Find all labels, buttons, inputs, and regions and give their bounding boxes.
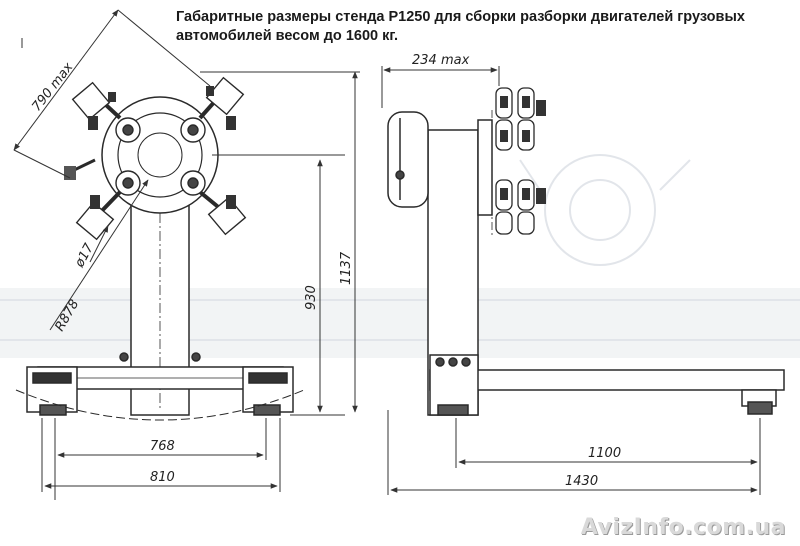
- side-clamps: [495, 87, 535, 235]
- dim-line-790: [13, 9, 119, 151]
- label-1100: 1100: [588, 446, 621, 461]
- title-line-1: Габаритные размеры стенда Р1250 для сбор…: [176, 9, 745, 25]
- label-790-max: 790 max: [29, 60, 76, 115]
- front-view: [15, 76, 305, 421]
- side-view: [387, 87, 785, 416]
- label-768: 768: [150, 439, 175, 454]
- side-dimension-lines: [381, 66, 761, 495]
- dim-line-d17: [89, 225, 109, 263]
- side-base-beam: [429, 369, 785, 391]
- label-930: 930: [304, 285, 319, 310]
- label-1430: 1430: [565, 474, 598, 489]
- title-line-2: автомобилей весом до 1600 кг.: [176, 28, 398, 44]
- label-810: 810: [150, 470, 175, 485]
- label-234-max: 234 max: [412, 53, 470, 68]
- dim-line-r878: [49, 179, 149, 331]
- label-1137: 1137: [339, 251, 354, 285]
- side-handwheel: [387, 111, 429, 208]
- front-dimension-lines: [13, 9, 360, 500]
- drawing-title: Габаритные размеры стенда Р1250 для сбор…: [176, 8, 786, 46]
- watermark: AvizInfo.com.ua: [580, 515, 786, 540]
